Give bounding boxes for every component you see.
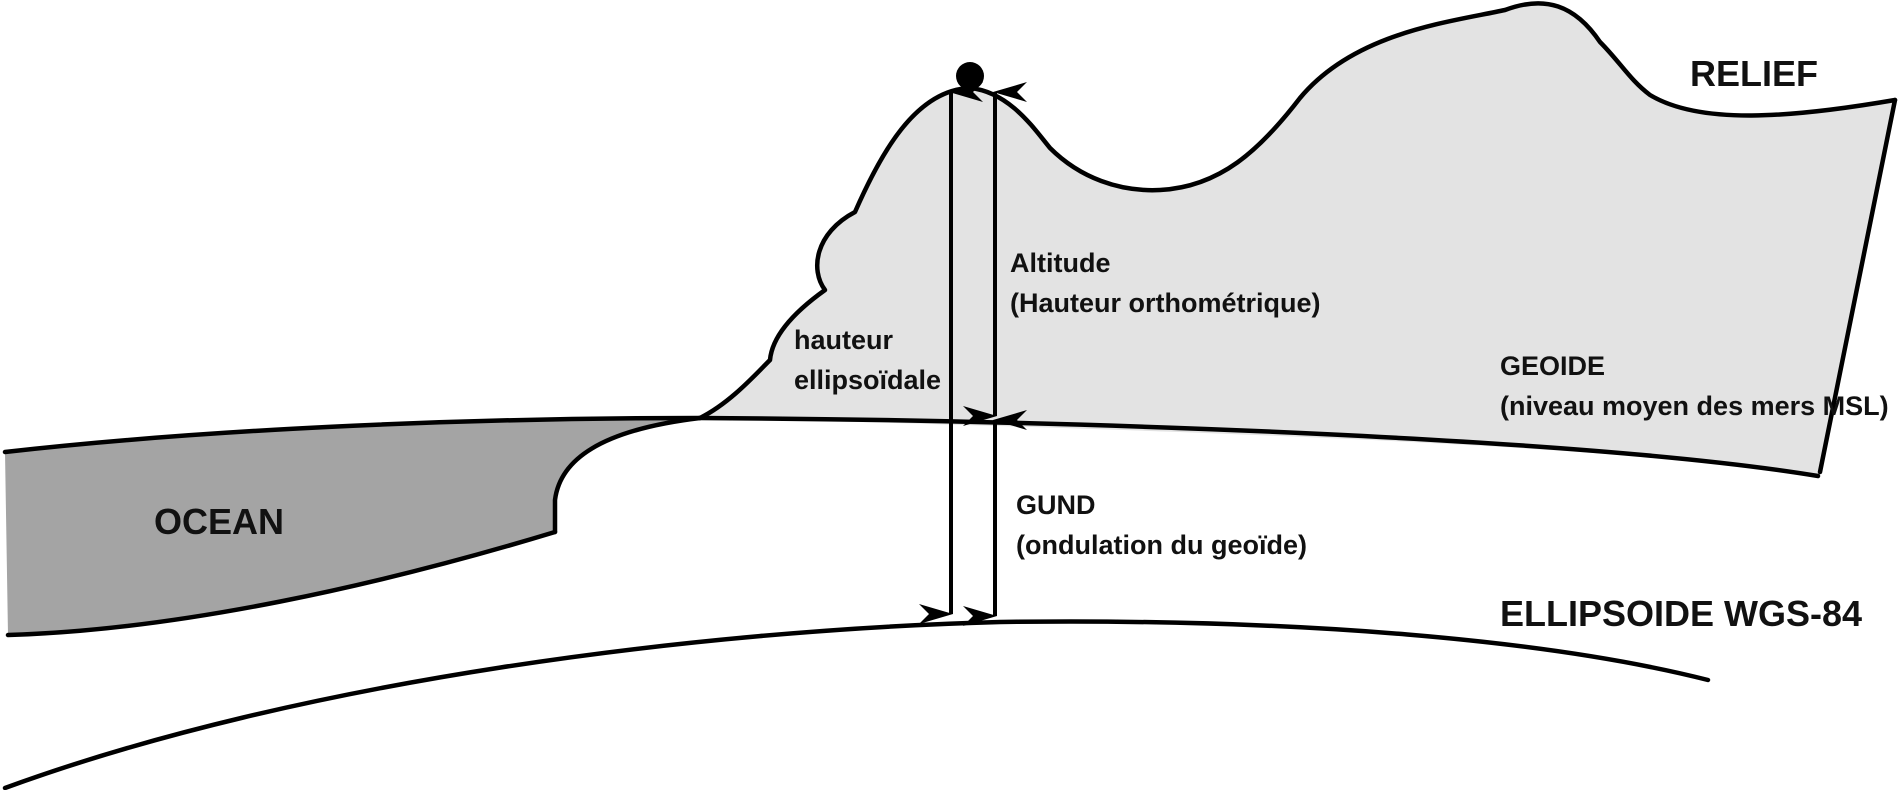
- ocean-area: [5, 418, 700, 635]
- coastline: [552, 415, 703, 535]
- undulation-sublabel: (ondulation du geoïde): [1016, 530, 1307, 560]
- ellipsoidal-height-label: hauteur: [794, 325, 894, 355]
- geoid-label: GEOIDE: [1500, 351, 1605, 381]
- altitude-sublabel: (Hauteur orthométrique): [1010, 288, 1321, 318]
- ocean-label: OCEAN: [154, 501, 284, 542]
- relief-outline: [697, 1, 1898, 421]
- summit-point: [956, 62, 984, 90]
- right-edge-line: [1817, 97, 1898, 475]
- ellipsoid-line: [2, 619, 1711, 790]
- ellipsoidal-height-sublabel: ellipsoïdale: [794, 365, 941, 395]
- geoid-line: [2, 415, 1821, 479]
- undulation-label: GUND: [1016, 490, 1096, 520]
- altitude-label: Altitude: [1010, 248, 1111, 278]
- relief-label: RELIEF: [1690, 53, 1818, 94]
- geoid-sublabel: (niveau moyen des mers MSL): [1500, 391, 1889, 421]
- ocean-boundary: [5, 529, 558, 638]
- ellipsoid-label: ELLIPSOIDE WGS-84: [1500, 593, 1862, 634]
